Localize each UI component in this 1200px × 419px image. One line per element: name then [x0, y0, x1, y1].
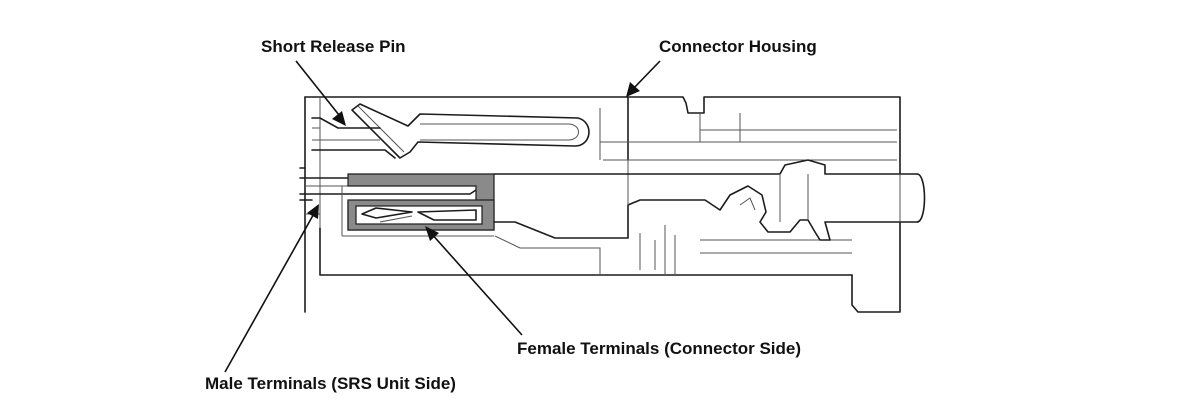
leader-short-release-pin — [295, 60, 346, 126]
label-connector-housing: Connector Housing — [659, 37, 817, 56]
label-female-terminals: Female Terminals (Connector Side) — [517, 339, 802, 358]
leader-female-terminals — [425, 226, 523, 336]
female-terminal — [341, 173, 495, 237]
leader-male-terminals — [224, 204, 319, 373]
terminal-crimp-barrel — [493, 159, 918, 241]
cable — [899, 173, 926, 223]
label-short-release-pin: Short Release Pin — [261, 37, 406, 56]
label-male-terminals: Male Terminals (SRS Unit Side) — [205, 374, 456, 393]
connector-housing — [304, 96, 901, 313]
leader-connector-housing — [626, 60, 661, 97]
short-release-pin — [311, 103, 590, 159]
